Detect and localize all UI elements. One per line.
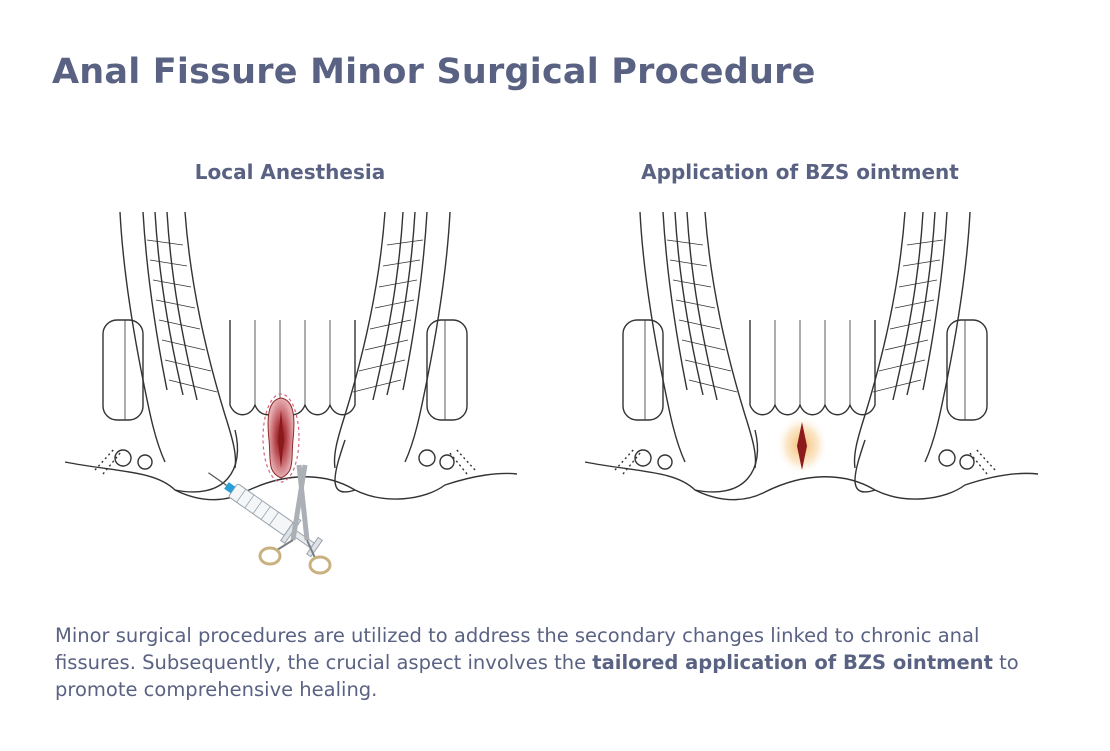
healing-fissure	[776, 415, 828, 475]
anesthesia-illustration	[55, 200, 535, 590]
scissors-icon	[258, 464, 332, 575]
anatomy-outline	[584, 211, 1039, 501]
anatomy-outline	[64, 211, 518, 501]
description-text-2: to promote comprehensive healing.	[55, 651, 1019, 701]
ointment-illustration	[580, 200, 1050, 540]
panel-title-local-anesthesia: Local Anesthesia	[194, 160, 386, 184]
anatomy-diagram-left	[64, 211, 518, 575]
description-text-1: Minor surgical procedures are utilized t…	[55, 624, 980, 674]
panel-title-bzs-ointment: Application of BZS ointment	[641, 160, 959, 184]
description-emphasis: tailored application of BZS ointment	[592, 651, 993, 674]
page-title: Anal Fissure Minor Surgical Procedure	[52, 52, 816, 92]
fissure-tissue	[262, 393, 300, 483]
description: Minor surgical procedures are utilized t…	[55, 622, 1055, 703]
anatomy-diagram-right	[584, 211, 1039, 501]
